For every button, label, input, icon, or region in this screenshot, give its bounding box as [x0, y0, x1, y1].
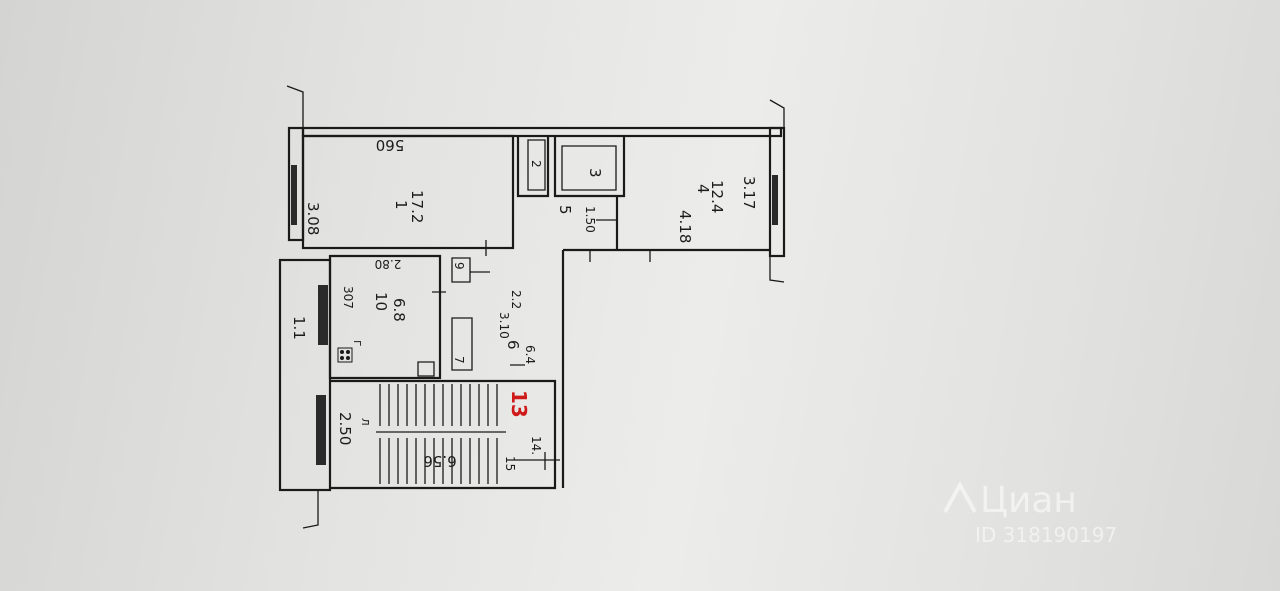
room-10-area: 6.8 — [390, 298, 408, 322]
cian-watermark: Циан ID 318190197 — [943, 480, 1117, 547]
stair-labels: 6.56 2.50 л 1.1 15 14. — [290, 316, 543, 471]
room-6-area: 6.4 — [523, 345, 537, 364]
room-4-width: 4.18 — [676, 210, 694, 243]
room-1-number: 1 — [392, 200, 410, 210]
interior-walls — [301, 134, 651, 490]
room-10-dim-b: 2.80 — [375, 257, 402, 271]
room-6-labels: 6 3.10 2.2 6.4 — [497, 290, 537, 364]
room-4-number: 4 — [694, 184, 712, 194]
room-1-depth: 3.08 — [304, 202, 322, 235]
stair-width: 6.56 — [423, 452, 456, 470]
room-6-dim-b: 2.2 — [509, 290, 523, 309]
room-1-width: 560 — [376, 136, 405, 154]
left-dim: 2.50 — [336, 412, 354, 445]
room-4-area: 12.4 — [708, 180, 726, 213]
small-label-7: 7 — [452, 356, 466, 364]
room-2-labels: 2 — [529, 160, 543, 168]
small-label-9: 9 — [452, 262, 466, 270]
stove-icon — [337, 347, 353, 363]
room-5-number: 5 — [556, 205, 574, 215]
watermark-id: ID 318190197 — [975, 523, 1117, 547]
room-10-number: 10 — [372, 292, 390, 311]
room-3-labels: 3 — [586, 168, 604, 178]
room-4-depth: 3.17 — [740, 176, 758, 209]
kitchen-code-label: г — [351, 340, 365, 346]
room-10-dim-a: 307 — [341, 286, 355, 309]
cian-logo-icon — [943, 480, 977, 513]
left-small-label: л — [359, 418, 373, 426]
room-2-number: 2 — [529, 160, 543, 168]
stair-14-label: 14. — [529, 436, 543, 455]
apartment-number: 13 — [507, 390, 531, 418]
watermark-brand: Циан — [980, 480, 1077, 521]
stair-15-label: 15 — [503, 456, 517, 471]
outer-left-dim: 1.1 — [290, 316, 308, 340]
room-4-labels: 4 12.4 4.18 3.17 — [676, 176, 758, 243]
room-6-number: 6 — [504, 340, 522, 350]
room-6-dim-a: 3.10 — [497, 312, 511, 339]
room-5-dim: 1.50 — [583, 206, 597, 233]
room-1-area: 17.2 — [408, 190, 426, 223]
staircase — [376, 384, 506, 484]
room-5-labels: 5 1.50 — [556, 205, 597, 233]
room-3-number: 3 — [586, 168, 604, 178]
room-10-labels: 307 10 6.8 2.80 г 9 7 — [341, 257, 466, 364]
room-1-labels: 1 17.2 560 3.08 — [304, 136, 426, 235]
